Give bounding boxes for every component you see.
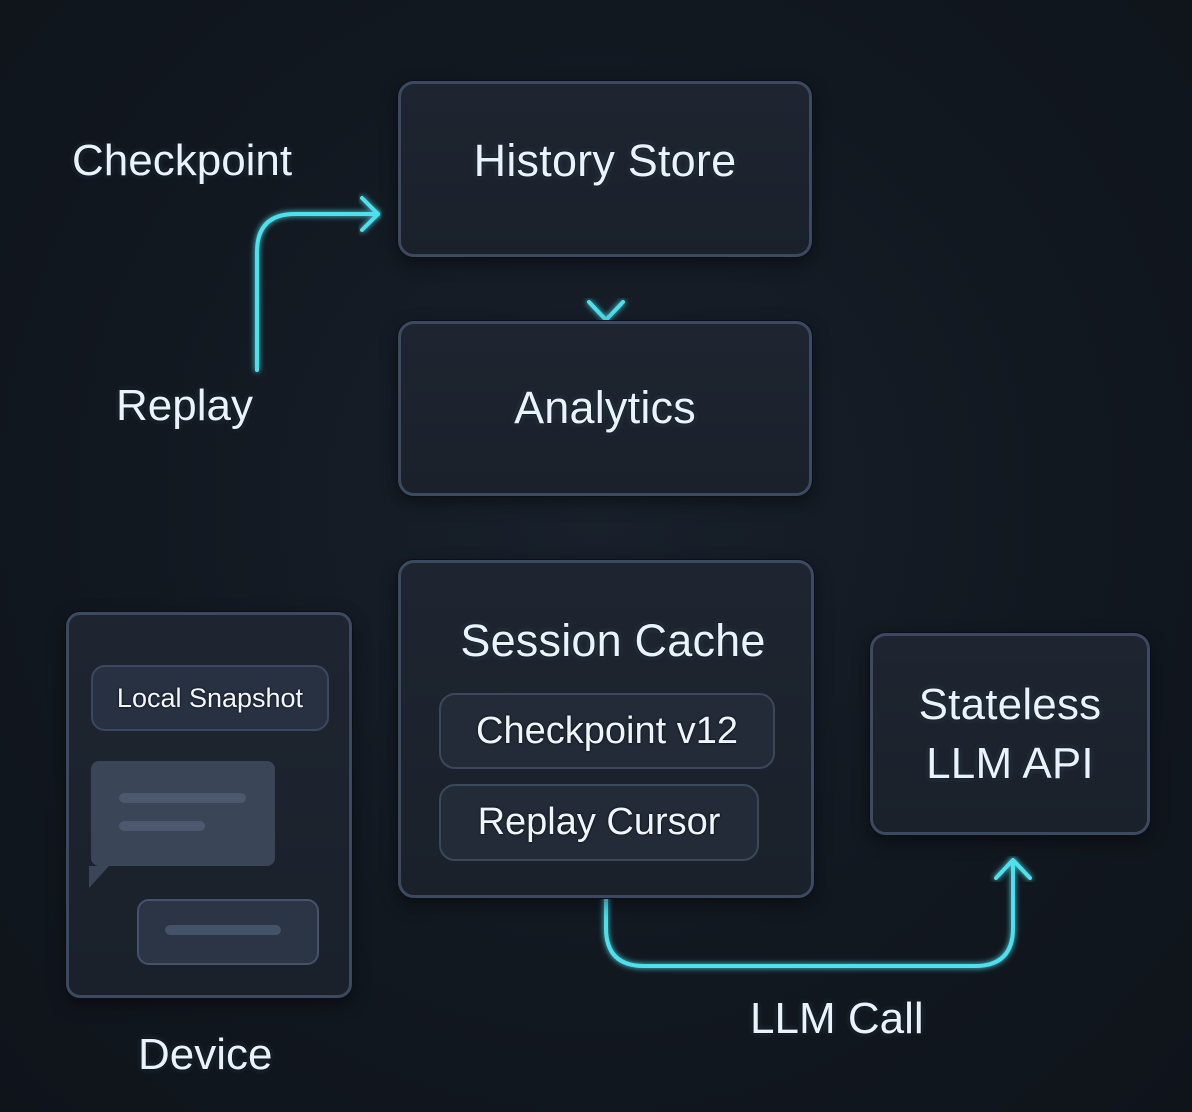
analytics-title: Analytics bbox=[514, 382, 696, 434]
llm-call-arrowhead bbox=[994, 858, 1032, 880]
replay-cursor-chip[interactable]: Replay Cursor bbox=[439, 784, 759, 861]
history-store-title: History Store bbox=[473, 134, 737, 186]
device-caption: Device bbox=[138, 1030, 273, 1079]
chat-bubble-icon bbox=[91, 761, 275, 866]
reply-bubble-icon bbox=[137, 899, 319, 965]
device-node[interactable]: Local Snapshot bbox=[66, 612, 352, 998]
history-to-analytics-arrowhead bbox=[587, 300, 625, 322]
llm-api-title: Stateless LLM API bbox=[919, 675, 1102, 794]
session-cache-node[interactable]: Session Cache Checkpoint v12 Replay Curs… bbox=[398, 560, 814, 898]
checkpoint-v12-chip[interactable]: Checkpoint v12 bbox=[439, 693, 775, 769]
llm-call-edge-label: LLM Call bbox=[750, 994, 924, 1043]
history-store-node[interactable]: History Store bbox=[398, 81, 812, 257]
checkpoint-edge-label: Checkpoint bbox=[72, 136, 293, 185]
checkpoint-arrowhead bbox=[360, 196, 380, 232]
llm-api-title-line2: LLM API bbox=[926, 739, 1094, 788]
local-snapshot-chip[interactable]: Local Snapshot bbox=[91, 665, 329, 731]
llm-api-title-line1: Stateless bbox=[918, 679, 1102, 729]
checkpoint-arrow bbox=[255, 212, 380, 372]
bubble-text-line bbox=[119, 821, 205, 831]
stateless-llm-api-node[interactable]: Stateless LLM API bbox=[870, 633, 1150, 835]
analytics-node[interactable]: Analytics bbox=[398, 321, 812, 496]
session-cache-title: Session Cache bbox=[460, 615, 766, 666]
bubble-text-line bbox=[165, 925, 281, 935]
replay-edge-label: Replay bbox=[116, 381, 253, 430]
chat-bubble-tail-icon bbox=[89, 866, 109, 888]
bubble-text-line bbox=[119, 793, 246, 803]
